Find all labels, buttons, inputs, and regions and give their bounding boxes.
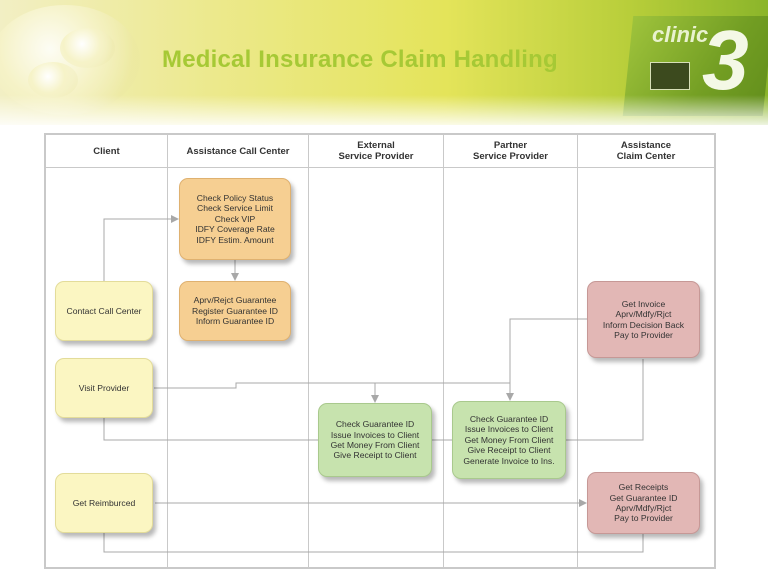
header-divider	[46, 167, 714, 168]
clinic-sign-plate	[650, 62, 690, 90]
external-check-guarantee-box: Check Guarantee ID Issue Invoices to Cli…	[318, 403, 432, 477]
lane-divider	[577, 135, 578, 567]
get-invoice-box: Get Invoice Aprv/Mdfy/Rjct Inform Decisi…	[587, 281, 700, 358]
lane-header-partner-provider: Partner Service Provider	[473, 140, 548, 162]
get-receipts-box: Get Receipts Get Guarantee ID Aprv/Mdfy/…	[587, 472, 700, 534]
visit-provider-box: Visit Provider	[55, 358, 153, 418]
approve-guarantee-box: Aprv/Rejct Guarantee Register Guarantee …	[179, 281, 291, 341]
lamp-bulb-image	[60, 28, 115, 68]
lane-header-external-provider: External Service Provider	[338, 140, 414, 162]
partner-check-guarantee-box: Check Guarantee ID Issue Invoices to Cli…	[452, 401, 566, 479]
banner-fade	[0, 95, 768, 130]
lane-divider	[167, 135, 168, 567]
lane-divider	[443, 135, 444, 567]
lane-header-client: Client	[93, 145, 120, 157]
check-policy-box: Check Policy Status Check Service Limit …	[179, 178, 291, 260]
lane-divider	[308, 135, 309, 567]
lane-header-claim-center: Assistance Claim Center	[616, 140, 676, 162]
clinic-sign-word: clinic	[652, 22, 709, 47]
page-title: Medical Insurance Claim Handling	[162, 46, 558, 73]
contact-call-center-box: Contact Call Center	[55, 281, 153, 341]
lamp-bulb-image	[28, 62, 78, 98]
lane-header-call-center: Assistance Call Center	[186, 145, 290, 157]
get-reimbursed-box: Get Reimburced	[55, 473, 153, 533]
clinic-sign-number: 3	[702, 13, 749, 107]
